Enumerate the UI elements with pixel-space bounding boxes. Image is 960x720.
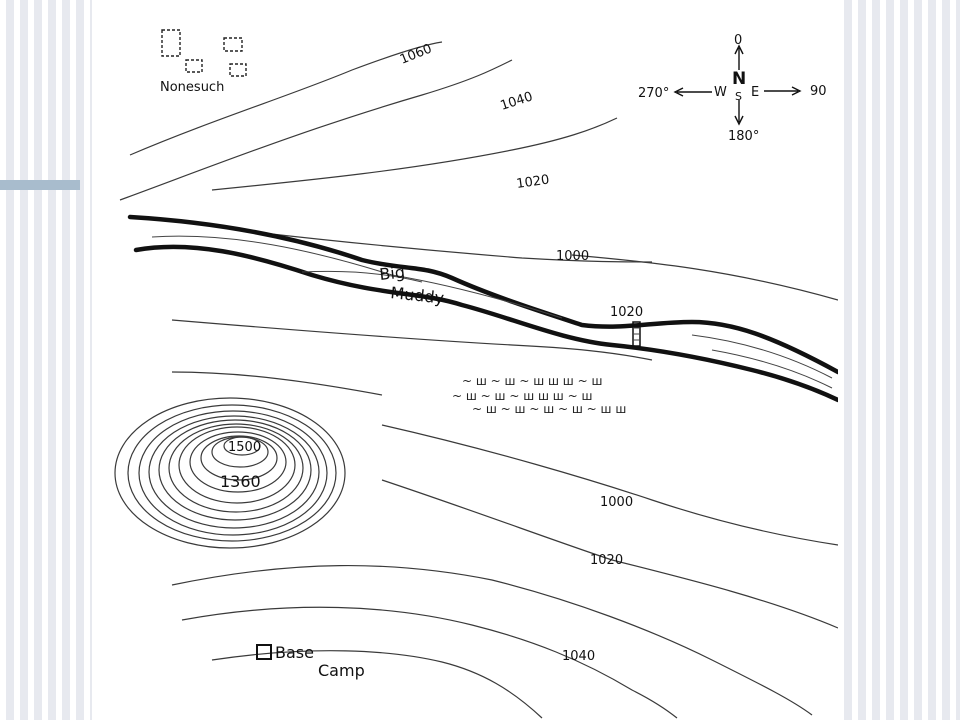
marsh-symbol: ~ ꟺ ~ ꟺ ~ ꟺ ꟺ ꟺ ~ ꟺ [452, 389, 592, 403]
town-building [223, 37, 243, 52]
town-label: Nonesuch [160, 80, 224, 95]
compass-west-degrees: 270° [638, 86, 669, 101]
contour-label-1000-south: 1000 [600, 495, 633, 510]
hill-contour-summit [223, 436, 261, 456]
contour-label-1040: 1040 [499, 89, 535, 113]
base-camp-label-line-2: Camp [318, 661, 365, 680]
contour-line-south-5 [211, 650, 543, 719]
contour-line-south-3 [171, 564, 813, 716]
hill-contour-5 [158, 419, 312, 521]
compass-south-degrees: 180° [728, 129, 759, 144]
compass-south-letter: S [735, 90, 742, 103]
town-building [161, 29, 181, 57]
compass-west-letter: W [714, 85, 727, 100]
contour-line-mid-1 [171, 319, 653, 361]
contour-label-1020-river: 1020 [610, 305, 643, 320]
hill-contour-3 [138, 410, 328, 536]
hill-contour-2 [127, 404, 337, 542]
base-camp-marker [256, 644, 272, 660]
compass-east-letter: E [751, 85, 759, 100]
town-building [229, 63, 247, 77]
compass-north-degrees: 0 [734, 33, 742, 48]
contour-line-south-2 [381, 479, 838, 629]
town-building [185, 59, 203, 73]
compass-north-letter: N [732, 69, 746, 89]
accent-bar [0, 180, 80, 190]
marsh-symbol: ~ ꟺ ~ ꟺ ~ ꟺ ~ ꟺ ~ ꟺ ꟺ [472, 402, 626, 416]
compass-rose: 0 N S E W 90 270° 180° [638, 33, 827, 144]
contour-line-1020-north [211, 117, 618, 191]
contour-line-1000-south [381, 424, 838, 546]
river-south-bank [133, 244, 838, 403]
river-ripple-4 [301, 270, 423, 283]
hill-contour-4 [148, 415, 320, 529]
contour-label-1020-south: 1020 [590, 553, 623, 568]
left-stripe-decoration [0, 0, 92, 720]
contour-line-1040 [119, 59, 513, 201]
contour-label-1020-north: 1020 [515, 173, 550, 192]
river-ripple-1 [151, 235, 563, 319]
marsh-area: ~ ꟺ ~ ꟺ ~ ꟺ ꟺ ꟺ ~ ꟺ ~ ꟺ ~ ꟺ ~ ꟺ ꟺ ꟺ ~ ꟺ … [452, 374, 626, 416]
river-ripple-2 [691, 334, 833, 379]
compass-east-degrees: 90 [810, 84, 827, 99]
base-camp-label-line-1: Base [275, 643, 314, 662]
river-label-line-1: Big [378, 262, 405, 284]
hill-contour-9 [200, 435, 278, 481]
right-stripe-decoration [838, 0, 960, 720]
hill-contour-7 [178, 426, 296, 504]
contour-label-1500: 1500 [228, 440, 261, 455]
contour-line-south-4 [181, 606, 678, 719]
hill-contour-6 [168, 423, 304, 513]
contour-line-north-east [571, 254, 838, 301]
river-ripple-3 [711, 349, 833, 389]
contour-label-1040-south: 1040 [562, 649, 595, 664]
contour-label-1360: 1360 [220, 472, 261, 491]
marsh-symbol: ~ ꟺ ~ ꟺ ~ ꟺ ꟺ ꟺ ~ ꟺ [462, 374, 602, 388]
contour-line-1060 [129, 41, 443, 156]
hill-contour-8 [189, 431, 287, 493]
river-label-line-2: Muddy [390, 283, 445, 308]
river-north-bank [127, 214, 838, 375]
contour-line-mid-2 [171, 371, 383, 396]
contour-label-1060: 1060 [398, 41, 434, 67]
hill-contour-outer [114, 397, 346, 549]
map-canvas: Nonesuch 1060 1040 1020 1000 1020 Big Mu… [114, 29, 838, 719]
contour-label-1000-north: 1000 [556, 249, 589, 264]
topographic-map: Nonesuch 1060 1040 1020 1000 1020 Big Mu… [92, 0, 838, 720]
contour-line-1000-north [236, 229, 653, 263]
